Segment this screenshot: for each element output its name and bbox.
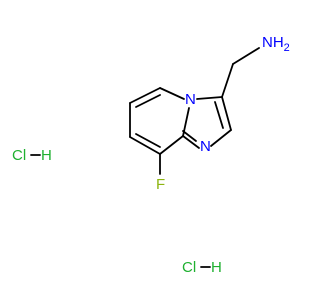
bond-nbridge-c5 xyxy=(159,87,185,100)
bond-c8-c8a xyxy=(159,135,184,155)
bonds xyxy=(30,47,260,268)
atom-n-bridge: N xyxy=(185,91,196,108)
bond-c3-ch2 xyxy=(221,63,234,98)
bond-c5-c6-inner xyxy=(135,94,161,108)
bond-c3-c2 xyxy=(221,96,232,131)
bond-ch2-nh2 xyxy=(232,47,260,65)
atom-n-imidazole: N xyxy=(200,138,211,155)
atom-nh2: NH2 xyxy=(262,34,290,54)
bond-c3-c2-inner xyxy=(214,101,224,129)
atom-labels: NH2 N N F Cl H Cl H xyxy=(12,34,290,276)
bond-c7-c8 xyxy=(129,136,161,155)
bond-c5-c6 xyxy=(129,87,161,104)
molecule-drawing: NH2 N N F Cl H Cl H xyxy=(12,34,290,276)
bond-c2-nimid xyxy=(210,129,232,147)
bond-c7-c8-inner xyxy=(135,133,161,148)
salt-cl-2: Cl xyxy=(182,259,196,276)
bond-nimid-c8a-inner xyxy=(182,130,197,142)
salt-cl-1: Cl xyxy=(12,147,26,164)
salt-h-2: H xyxy=(211,259,222,276)
salt-h-1: H xyxy=(41,147,52,164)
bond-c3-nbridge xyxy=(196,96,223,100)
structure-canvas: NH2 N N F Cl H Cl H xyxy=(12,34,290,276)
atom-fluorine: F xyxy=(156,176,165,193)
bond-nimid-c8a xyxy=(182,135,200,149)
bond-c8a-nbridge xyxy=(182,107,190,137)
